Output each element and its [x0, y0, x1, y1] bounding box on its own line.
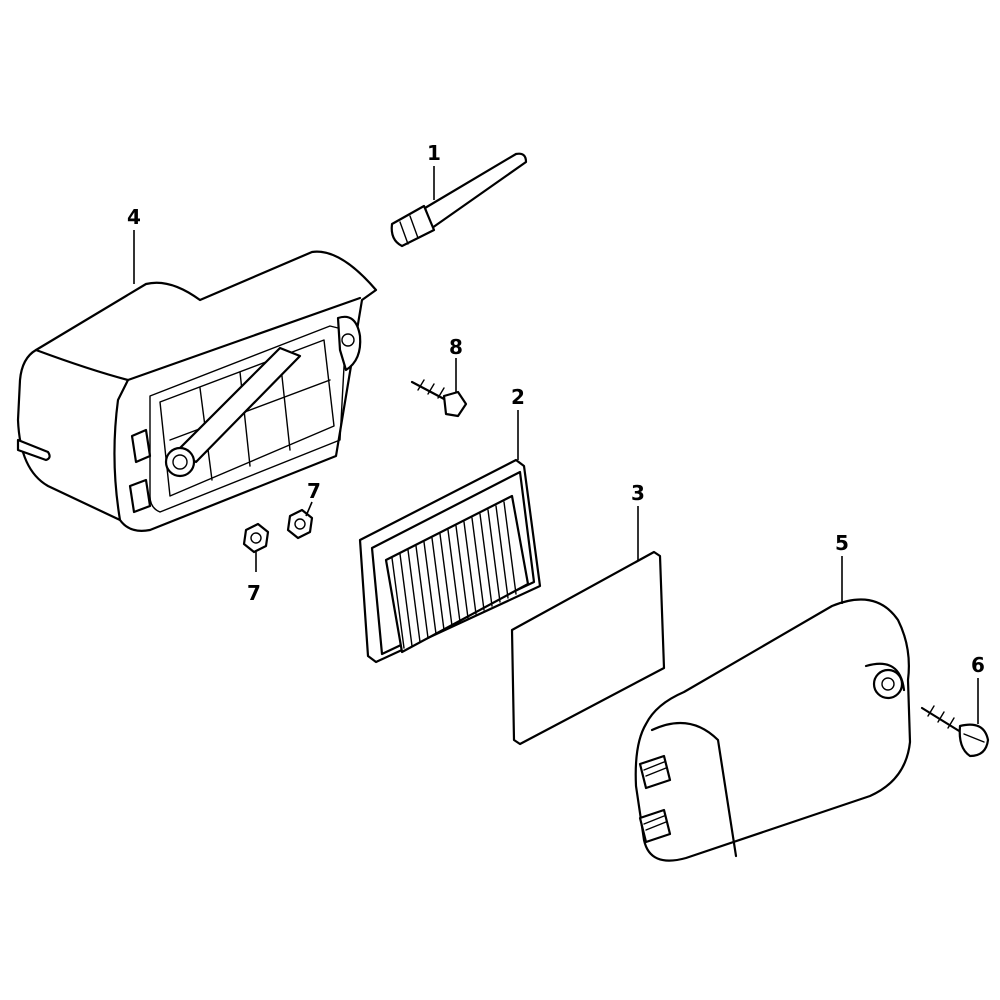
callout-labels: 1 2 3 4 5 6 7 7 8: [127, 141, 985, 677]
part-3-foam-prefilter: [510, 550, 666, 746]
callout-8: 8: [449, 335, 463, 359]
callout-6: 6: [971, 653, 985, 677]
callout-7a: 7: [247, 581, 261, 605]
part-7-nut-a: [242, 522, 270, 554]
callout-4: 4: [127, 205, 141, 229]
callout-7b: 7: [307, 479, 321, 503]
callout-1: 1: [427, 141, 441, 165]
part-6-wing-bolt: [920, 705, 990, 758]
part-7-nut-b: [286, 508, 314, 540]
part-8-bolt: [410, 379, 468, 418]
part-4-air-cleaner-case: [16, 250, 378, 532]
callout-2: 2: [511, 385, 525, 409]
callout-3: 3: [631, 481, 645, 505]
leader-7b: [305, 501, 313, 517]
part-2-filter-element: [358, 458, 542, 664]
part-5-air-cleaner-cover: [634, 598, 912, 862]
part-1-stud-bolt: [390, 152, 528, 248]
leader-lines: [133, 166, 979, 724]
callout-5: 5: [835, 531, 849, 555]
